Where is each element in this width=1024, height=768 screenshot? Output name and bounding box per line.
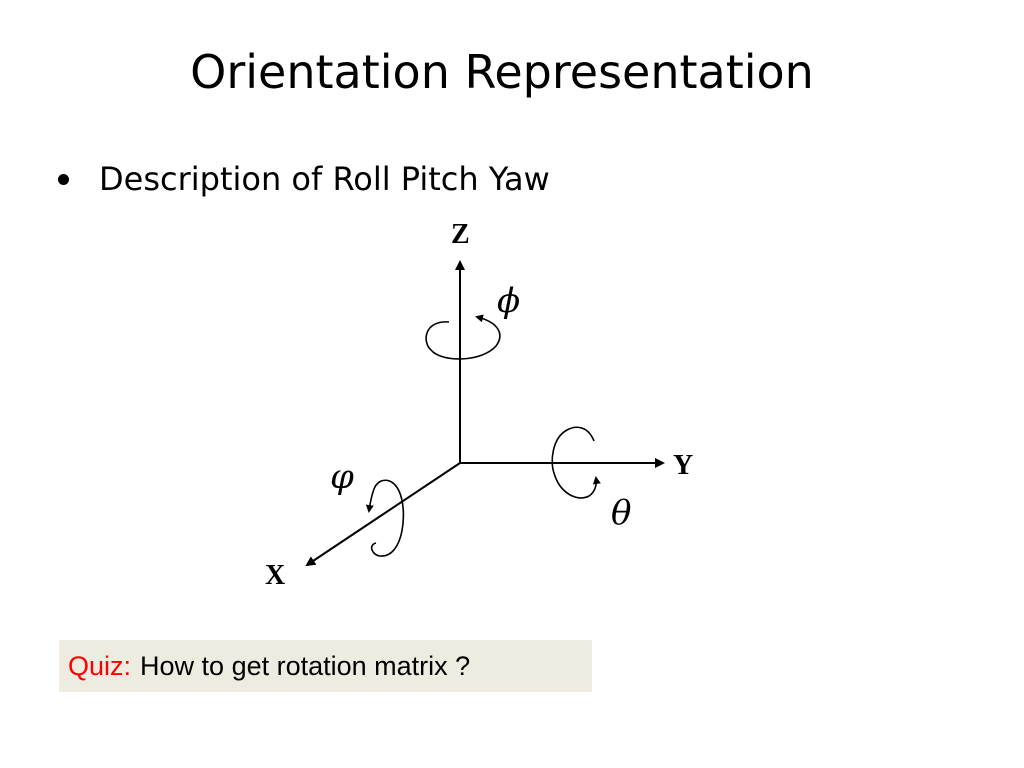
roll-angle-label: φ — [330, 457, 354, 497]
pitch-rotation-arrow — [551, 426, 601, 499]
yaw-angle-label: ϕ — [497, 281, 520, 321]
bullet-text: Description of Roll Pitch Yaw — [99, 160, 550, 198]
slide-title: Orientation Representation — [190, 45, 814, 99]
quiz-box: Quiz: How to get rotation matrix ? — [59, 640, 592, 692]
quiz-label: Quiz: — [68, 650, 132, 681]
bullet-dot-icon — [58, 173, 69, 185]
y-axis-label: Y — [673, 450, 693, 481]
yaw-rotation-arrow — [425, 314, 501, 360]
quiz-question: How to get rotation matrix ? — [140, 650, 471, 681]
pitch-angle-label: θ — [611, 493, 631, 533]
x-axis-label: X — [265, 560, 285, 591]
x-axis — [305, 462, 461, 567]
roll-rotation-arrow — [365, 479, 405, 557]
bullet-item: Description of Roll Pitch Yaw — [58, 155, 550, 203]
z-axis-label: Z — [451, 219, 470, 250]
